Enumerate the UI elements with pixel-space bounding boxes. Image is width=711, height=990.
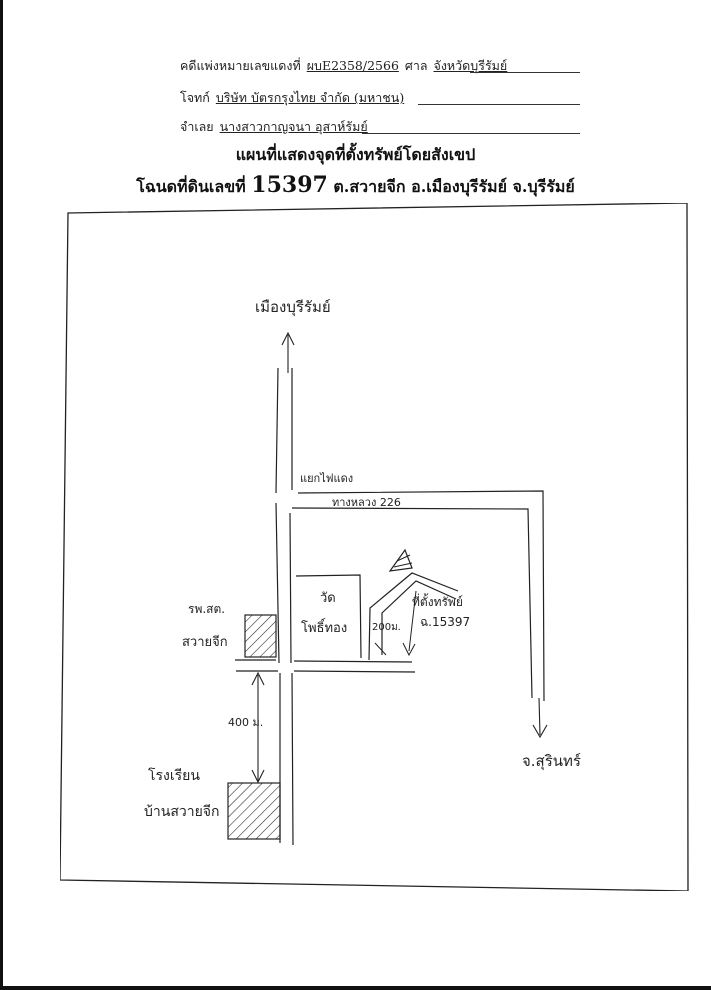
hospital-block	[244, 614, 277, 658]
deed-number: 15397	[251, 172, 328, 198]
map-border	[60, 203, 689, 891]
page-frame-bottom	[0, 986, 711, 990]
case-label: คดีแพ่งหมายเลขแดงที่	[180, 58, 301, 73]
sketch-map: เมืองบุรีรัมย์ แยกไฟแดง ทางหลวง 226 วัด …	[60, 203, 689, 891]
middle-road-left-edge	[275, 502, 280, 664]
cross-road-east-bottom	[293, 670, 416, 673]
label-hospital-line1: รพ.สต.	[188, 602, 226, 616]
highway-inner-edge	[291, 507, 533, 699]
page-frame-left	[0, 0, 3, 990]
east-arrow-shaft	[538, 697, 541, 736]
label-property-line2: ฉ.15397	[420, 615, 471, 629]
distance-200-arrow	[374, 642, 387, 656]
label-traffic-light: แยกไฟแดง	[300, 472, 354, 485]
label-school-line2: บ้านสวายจีก	[144, 804, 220, 820]
label-distance-200: 200ม.	[372, 622, 401, 633]
temple-outline	[295, 574, 362, 659]
case-rule	[470, 72, 580, 73]
cross-road-east-top	[293, 660, 413, 663]
label-highway: ทางหลวง 226	[332, 496, 401, 509]
label-hospital-line2: สวายจีก	[182, 635, 228, 650]
sketch-map-drawing	[60, 203, 689, 891]
school-block	[227, 782, 281, 840]
label-temple-line2: โพธิ์ทอง	[301, 621, 348, 636]
highway-outer-edge	[297, 490, 545, 702]
plaintiff-name: บริษัท บัตรกรุงไทย จำกัด (มหาชน)	[215, 90, 405, 105]
east-arrow-head	[532, 724, 548, 739]
defendant-line: จำเลย นางสาวกาญจนา อุสาห์รัมย์	[180, 117, 370, 137]
north-arrow-head	[281, 331, 295, 346]
court-name: จังหวัดบุรีรัมย์	[433, 58, 508, 73]
label-distance-400: 400 ม.	[228, 716, 264, 729]
middle-road-right-edge	[289, 512, 292, 664]
case-number: ผบE2358/2566	[306, 58, 399, 73]
property-pointer-arrow	[408, 590, 417, 652]
label-temple-line1: วัด	[320, 591, 336, 606]
label-north-destination: เมืองบุรีรัมย์	[255, 298, 331, 316]
case-line: คดีแพ่งหมายเลขแดงที่ ผบE2358/2566 ศาล จั…	[180, 56, 509, 76]
court-label: ศาล	[404, 58, 428, 73]
label-property-line1: ที่ตั้งทรัพย์	[412, 595, 463, 609]
deed-prefix: โฉนดที่ดินเลขที่	[136, 177, 246, 196]
property-marker-icon	[388, 548, 413, 572]
deed-location: ต.สวายจีก อ.เมืองบุรีรัมย์ จ.บุรีรัมย์	[333, 177, 575, 196]
defendant-label: จำเลย	[180, 119, 214, 134]
deed-title: โฉนดที่ดินเลขที่ 15397 ต.สวายจีก อ.เมือง…	[0, 172, 711, 200]
property-road-left	[368, 572, 459, 661]
map-title: แผนที่แสดงจุดที่ตั้งทรัพย์โดยสังเขป	[235, 145, 476, 164]
defendant-name: นางสาวกาญจนา อุสาห์รัมย์	[219, 119, 368, 134]
plaintiff-rule	[418, 104, 580, 105]
plaintiff-line: โจทก์ บริษัท บัตรกรุงไทย จำกัด (มหาชน)	[180, 88, 406, 108]
plaintiff-label: โจทก์	[180, 90, 210, 105]
defendant-rule	[362, 133, 580, 134]
property-road-right	[381, 580, 457, 655]
label-east-destination: จ.สุรินทร์	[522, 752, 581, 770]
label-school-line1: โรงเรียน	[148, 768, 200, 784]
north-road-left-edge	[275, 367, 279, 494]
south-road-right-edge	[291, 672, 294, 846]
